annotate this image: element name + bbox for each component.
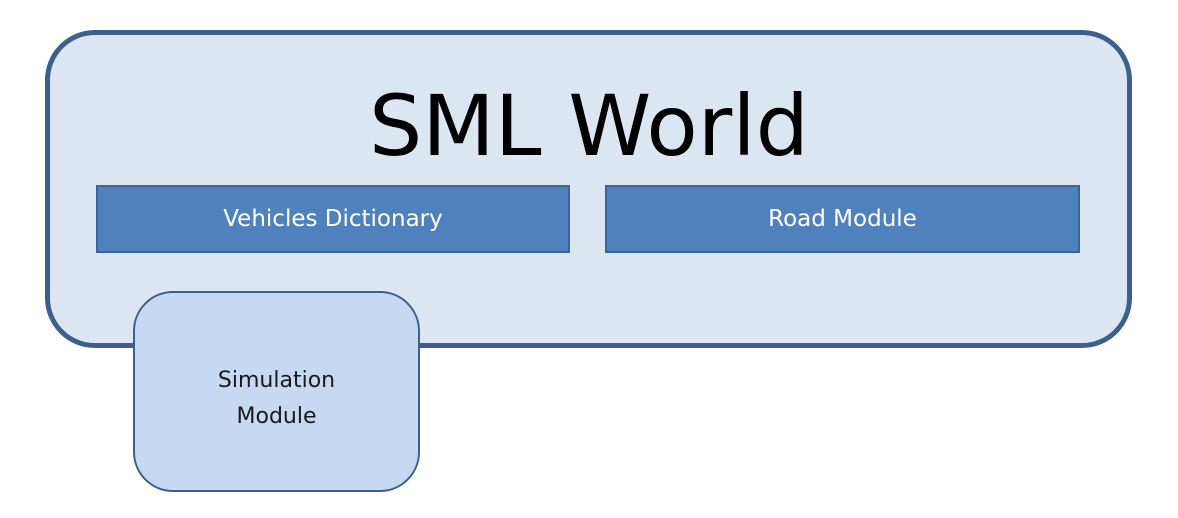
road-module-label: Road Module [768,206,917,232]
simulation-module-label-line2: Module [236,404,317,429]
simulation-module-box: Simulation Module [133,291,420,492]
vehicles-dictionary-box: Vehicles Dictionary [96,185,570,253]
sml-world-title: SML World [368,77,809,175]
vehicles-dictionary-label: Vehicles Dictionary [223,206,443,232]
simulation-module-label-line1: Simulation [217,368,336,393]
road-module-box: Road Module [605,185,1080,253]
